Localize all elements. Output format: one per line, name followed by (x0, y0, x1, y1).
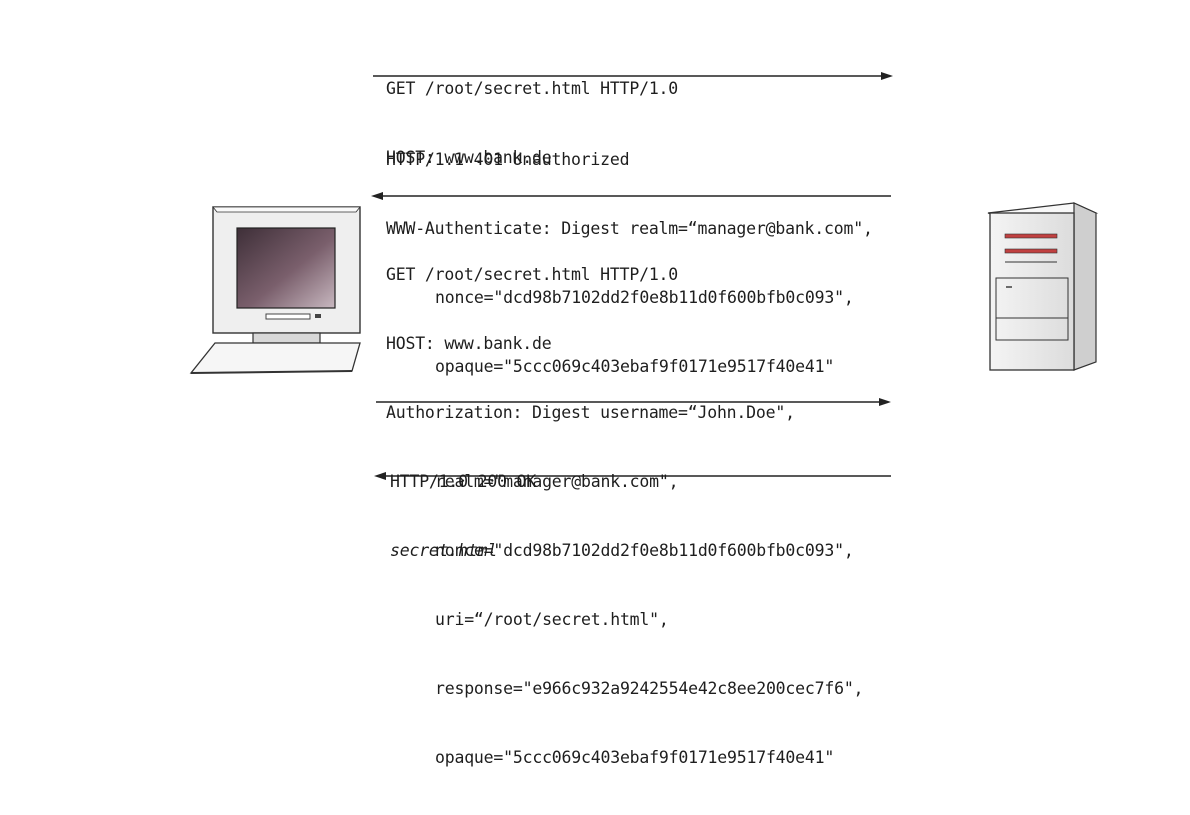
desktop-computer-icon (189, 206, 361, 374)
arrowhead-right-1 (881, 72, 893, 80)
realm-param: realm="manager@bank.com", (435, 472, 679, 491)
status-line: HTTP/1.1 401 Unauthorized (386, 150, 630, 169)
opaque-param: opaque="5ccc069c403ebaf9f0171e9517f40e41… (435, 357, 835, 376)
response-401-text: HTTP/1.1 401 Unauthorized WWW-Authentica… (386, 102, 873, 424)
nonce-param: nonce="dcd98b7102dd2f0e8b11d0f600bfb0c09… (435, 288, 854, 307)
opaque-param: opaque="5ccc069c403ebaf9f0171e9517f40e41… (435, 748, 835, 767)
arrowhead-left-4 (374, 472, 386, 480)
response-200-text: HTTP/1.0 200 OK secret.html (390, 424, 536, 608)
response-param: response="e966c932a9242554e42c8ee200cec7… (435, 679, 864, 698)
request-line: GET /root/secret.html HTTP/1.0 (386, 265, 679, 284)
request-1-text: GET /root/secret.html HTTP/1.0 HOST: www… (386, 31, 678, 215)
host-header: HOST: www.bank.de (386, 334, 552, 353)
http-digest-auth-diagram: GET /root/secret.html HTTP/1.0 HOST: www… (189, 31, 1099, 767)
uri-param: uri=“/root/secret.html", (435, 610, 669, 629)
status-line: HTTP/1.0 200 OK (390, 472, 537, 491)
www-authenticate-header: WWW-Authenticate: Digest realm=“manager@… (386, 219, 873, 238)
tower-server-icon (987, 202, 1099, 371)
arrowhead-right-3 (879, 398, 891, 406)
authorization-header: Authorization: Digest username=“John.Doe… (386, 403, 795, 422)
message-arrows (371, 72, 893, 480)
request-line: GET /root/secret.html HTTP/1.0 (386, 79, 679, 98)
host-header: HOST: www.bank.de (386, 148, 552, 167)
response-body: secret.html (390, 541, 498, 560)
arrowhead-left-2 (371, 192, 383, 200)
